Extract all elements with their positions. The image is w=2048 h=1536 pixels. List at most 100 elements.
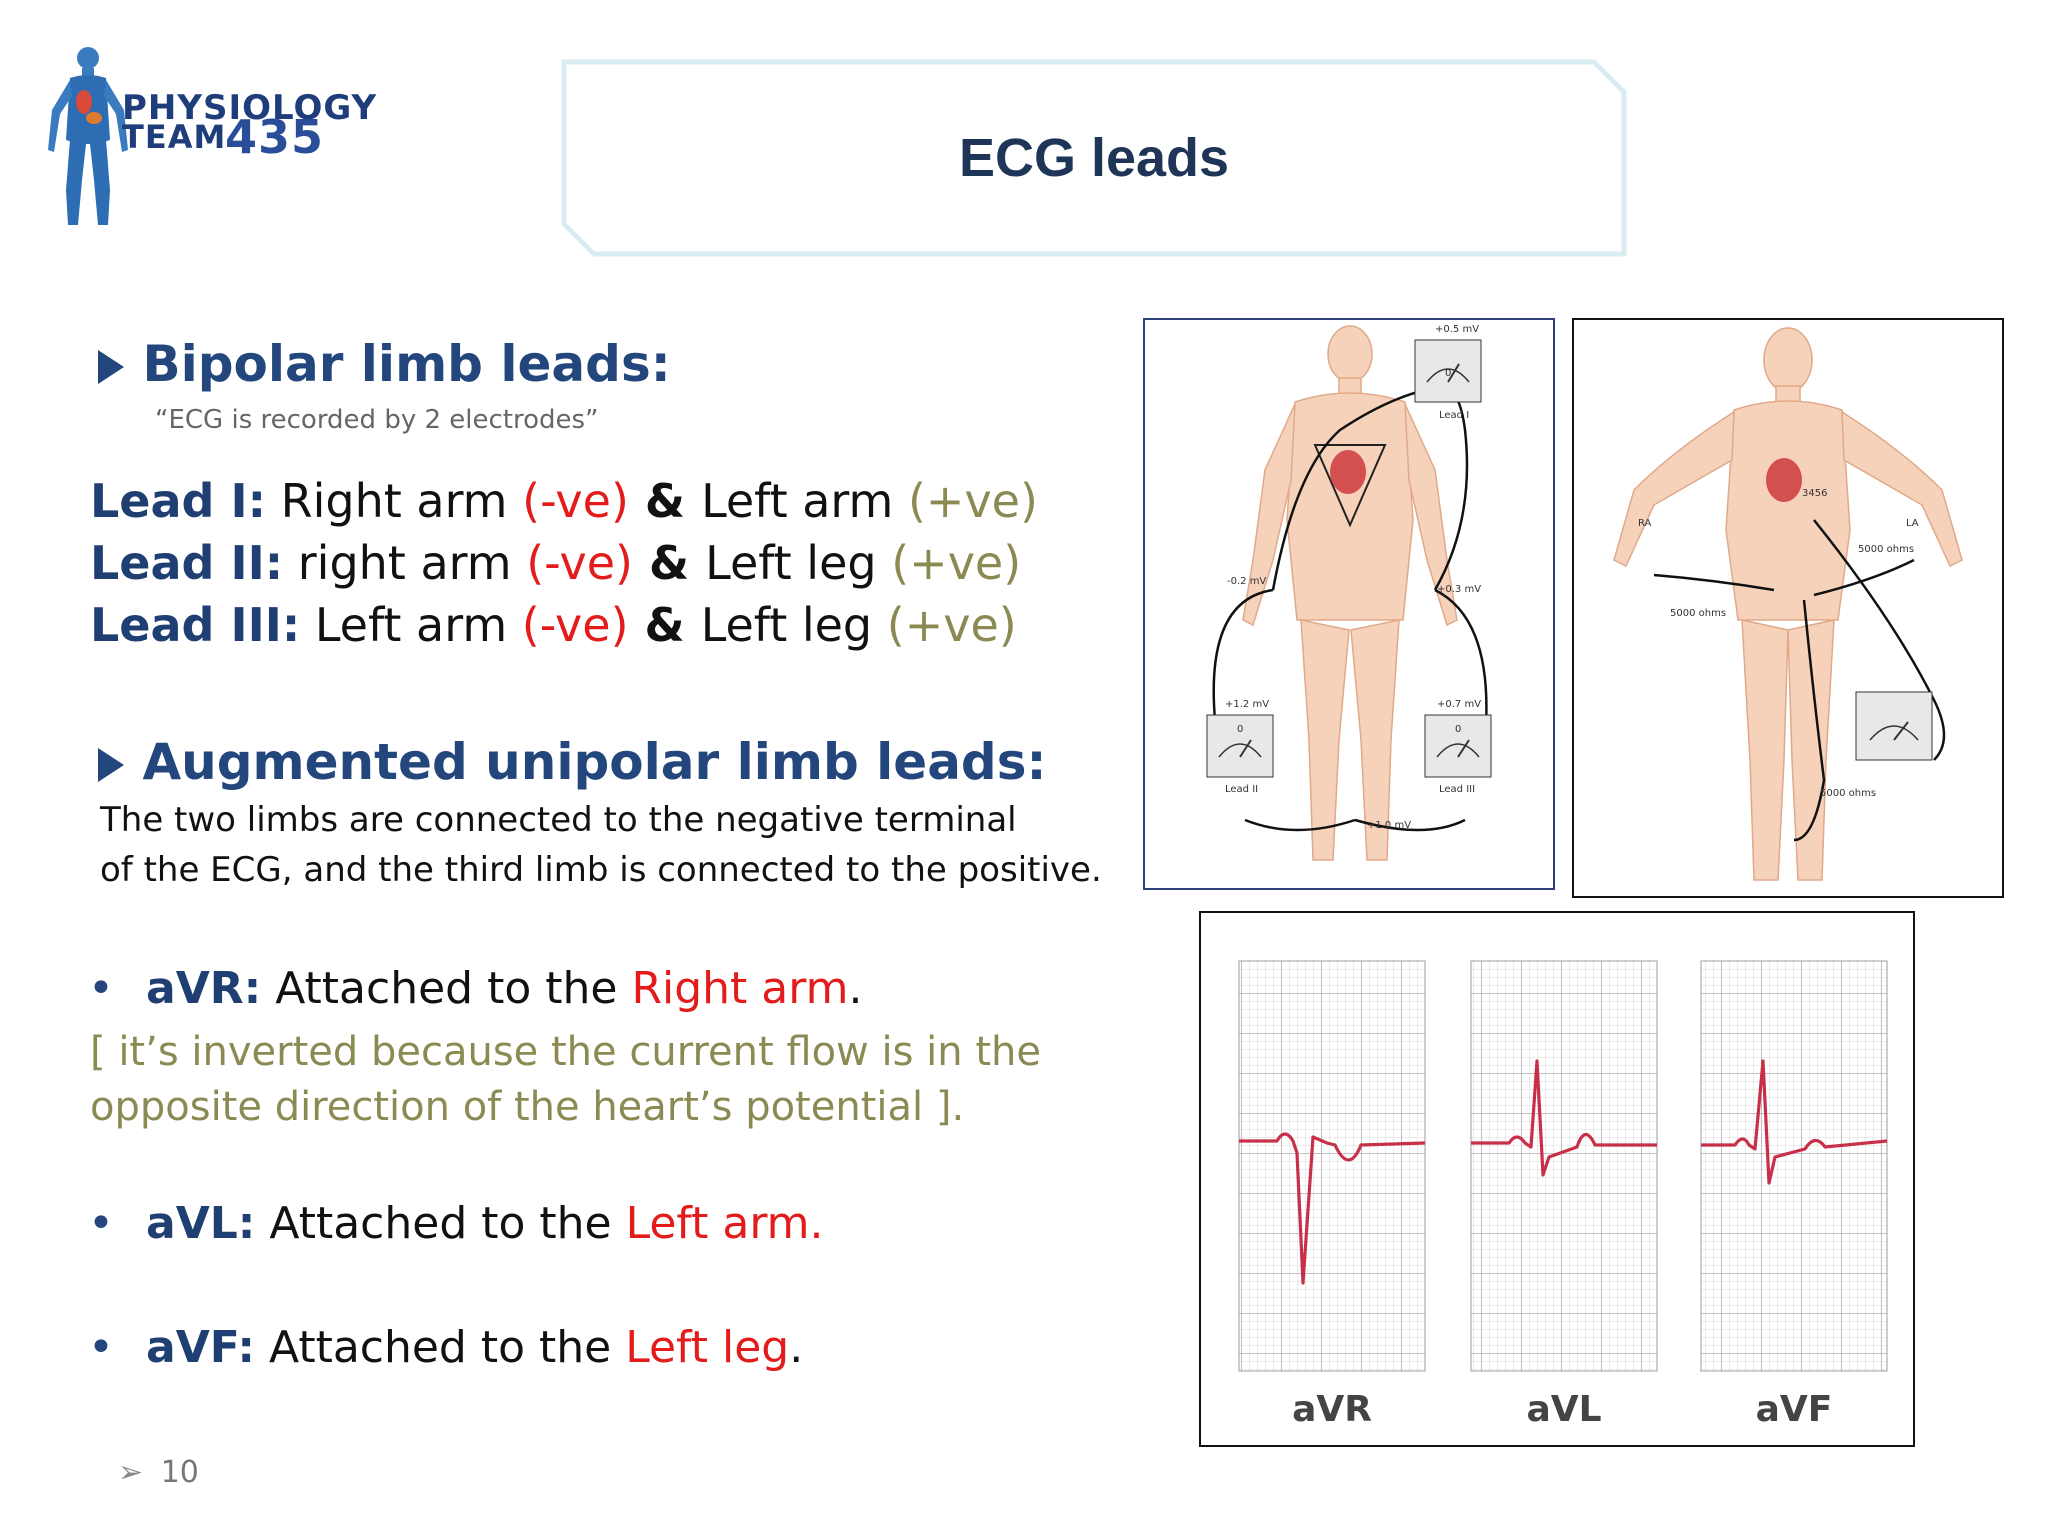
bullet-icon: •: [88, 1322, 114, 1373]
page-number: 10: [160, 1455, 199, 1490]
note-line-1: [ it’s inverted because the current flow…: [90, 1029, 1041, 1075]
meter-label: +1.2 mV: [1225, 699, 1269, 710]
page-title: ECG leads: [958, 128, 1230, 188]
meter-name: Lead II: [1225, 784, 1258, 795]
avr-text: Attached to the: [261, 963, 632, 1014]
chest-figure: RA LA 3456 5000 ohms 5000 ohms 5000 ohms: [1613, 327, 1963, 881]
title-frame: [561, 59, 1627, 257]
human-body-figure: [1613, 327, 1963, 881]
lead-name: Lead II:: [90, 536, 284, 590]
arrow-bullet-icon: [98, 350, 124, 384]
lead-list: Lead I: Right arm (-ve) & Left arm (+ve)…: [90, 470, 1038, 656]
lead-b: Left arm: [701, 474, 908, 528]
logo-line2: TEAM: [122, 118, 227, 156]
bipolar-heading: Bipolar limb leads:: [98, 335, 671, 393]
lead-a-sign: (-ve): [526, 536, 633, 590]
ohms-label: 5000 ohms: [1820, 788, 1876, 799]
ecg-grid-avf: [1700, 960, 1888, 1372]
einthoven-triangle: [1313, 444, 1387, 528]
meter-name: Lead III: [1439, 784, 1475, 795]
avr-note: [ it’s inverted because the current flow…: [90, 1025, 1041, 1135]
avf-name: aVF:: [146, 1322, 255, 1373]
human-body-figure: [1242, 325, 1458, 861]
heart-icon: [1766, 458, 1802, 502]
lead-i: Lead I: Right arm (-ve) & Left arm (+ve): [90, 470, 1038, 532]
avr-limb: Right arm: [631, 963, 849, 1014]
lead-wires: [1653, 519, 1946, 842]
avr-end: .: [848, 963, 863, 1014]
voltage-label: +0.3 mV: [1437, 584, 1481, 595]
desc-line-2: of the ECG, and the third limb is connec…: [100, 850, 1102, 890]
avr-item: • aVR: Attached to the Right arm.: [88, 963, 862, 1014]
title-box: ECG leads: [560, 58, 1628, 258]
bipolar-quote: “ECG is recorded by 2 electrodes”: [155, 405, 599, 435]
avf-end: .: [789, 1322, 804, 1373]
avl-name: aVL:: [146, 1198, 256, 1249]
ra-label: RA: [1638, 518, 1652, 529]
avf-label: aVF: [1756, 1389, 1833, 1430]
bipolar-figure: +0.5 mV 0 Lead I +1.2 mV 0 Lead II +0.7 …: [1206, 324, 1492, 861]
lead-ii: Lead II: right arm (-ve) & Left leg (+ve…: [90, 532, 1038, 594]
voltage-label: -0.2 mV: [1227, 576, 1266, 587]
avl-text: Attached to the: [255, 1198, 626, 1249]
avr-trace: [1239, 1132, 1426, 1285]
lead-a: right arm: [297, 536, 527, 590]
galvanometer-icon: [1855, 691, 1933, 761]
chest-diagram: RA LA 3456 5000 ohms 5000 ohms 5000 ohms: [1572, 318, 2004, 898]
ecg-traces: [1239, 1059, 1888, 1285]
avf-text: Attached to the: [255, 1322, 626, 1373]
voltage-label: +1.0 mV: [1367, 820, 1411, 831]
lead-a: Left arm: [314, 598, 522, 652]
meter-label: +0.5 mV: [1435, 324, 1479, 335]
avf-item: •aVF: Attached to the Left leg.: [88, 1322, 803, 1373]
ecg-grid-avl: [1470, 960, 1658, 1372]
augmented-desc: The two limbs are connected to the negat…: [100, 795, 1102, 895]
arrowhead-icon: ➢: [118, 1455, 144, 1490]
arrow-bullet-icon: [98, 748, 124, 782]
bullet-icon: •: [88, 1198, 114, 1249]
lead-b: Left leg: [705, 536, 892, 590]
logo-number: 435: [225, 110, 325, 164]
ohms-label: 5000 ohms: [1858, 544, 1914, 555]
augmented-heading-text: Augmented unipolar limb leads:: [142, 733, 1047, 791]
avl-label: aVL: [1526, 1389, 1601, 1430]
lead-a: Right arm: [280, 474, 523, 528]
avl-trace: [1471, 1059, 1657, 1177]
ecg-traces-figure: aVR aVL aVF: [1238, 960, 1888, 1430]
ohms-label: 5000 ohms: [1670, 608, 1726, 619]
bipolar-heading-text: Bipolar limb leads:: [142, 335, 671, 393]
meter-zero: 0: [1237, 724, 1243, 735]
augmented-ecg-figure: aVR aVL aVF: [1199, 911, 1915, 1447]
lead-iii: Lead III: Left arm (-ve) & Left leg (+ve…: [90, 594, 1038, 656]
meter-name: Lead I: [1439, 410, 1469, 421]
lead-amp: &: [632, 536, 706, 590]
bipolar-diagram: +0.5 mV 0 Lead I +1.2 mV 0 Lead II +0.7 …: [1143, 318, 1555, 890]
heart-icon: [1330, 450, 1366, 494]
galvanometer-icon: [1206, 714, 1274, 778]
meter-zero: 0: [1445, 368, 1451, 379]
meter-label: +0.7 mV: [1437, 699, 1481, 710]
avl-limb: Left arm.: [625, 1198, 824, 1249]
electrode-label: 3456: [1802, 488, 1827, 499]
galvanometer-icon: [1424, 714, 1492, 778]
lead-a-sign: (-ve): [521, 598, 629, 652]
ecg-grid-avr: [1238, 960, 1426, 1372]
logo-line1: PHYSIOLOGY: [122, 88, 378, 128]
lead-name: Lead I:: [90, 474, 267, 528]
lead-amp: &: [628, 598, 701, 652]
lead-amp: &: [628, 474, 702, 528]
avf-trace: [1701, 1059, 1888, 1185]
desc-line-1: The two limbs are connected to the negat…: [100, 800, 1017, 840]
avl-item: • aVL: Attached to the Left arm.: [88, 1198, 824, 1249]
meter-zero: 0: [1455, 724, 1461, 735]
lead-name: Lead III:: [90, 598, 301, 652]
lead-b: Left leg: [700, 598, 887, 652]
avr-name: aVR:: [146, 963, 262, 1014]
lead-b-sign: (+ve): [886, 598, 1017, 652]
avr-label: aVR: [1292, 1389, 1372, 1430]
augmented-heading: Augmented unipolar limb leads:: [98, 733, 1046, 791]
human-figure-icon: [48, 47, 128, 225]
page-number-wrap: ➢ 10: [118, 1455, 199, 1490]
lead-b-sign: (+ve): [907, 474, 1038, 528]
bullet-icon: •: [88, 963, 114, 1014]
